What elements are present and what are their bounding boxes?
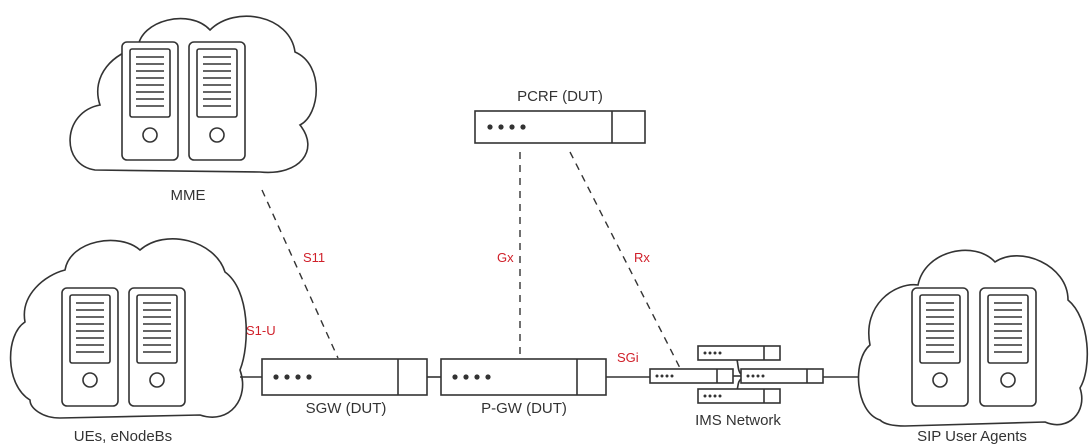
ims-appliance-top-icon [697, 345, 781, 361]
ims-appliance-left-icon [649, 368, 734, 384]
pgw-appliance-icon [440, 358, 607, 396]
sgw-appliance-icon [261, 358, 428, 396]
ims-label: IMS Network [695, 412, 781, 429]
ues-server-2-icon [128, 287, 186, 407]
sip-cloud-icon [857, 249, 1089, 427]
ims-appliance-bottom-icon [697, 388, 781, 404]
ues-cloud-icon [9, 238, 248, 419]
pcrf-appliance-icon [474, 110, 646, 144]
mme-server-1-icon [121, 41, 179, 161]
sip-server-1-icon [911, 287, 969, 407]
mme-label: MME [171, 187, 206, 204]
s11-link [261, 189, 339, 359]
sip-server-2-icon [979, 287, 1037, 407]
s11-interface-label: S11 [303, 250, 325, 265]
rx-link [569, 151, 681, 369]
ues-server-1-icon [61, 287, 119, 407]
mme-cloud-icon [69, 15, 317, 174]
sgw-label: SGW (DUT) [306, 400, 387, 417]
rx-interface-label: Rx [634, 250, 650, 265]
s1u-interface-label: S1-U [246, 323, 276, 338]
sgi-interface-label: SGi [617, 350, 639, 365]
ims-appliance-right-icon [740, 368, 824, 384]
pgw-label: P-GW (DUT) [481, 400, 567, 417]
pcrf-label: PCRF (DUT) [517, 88, 603, 105]
ues-label: UEs, eNodeBs [74, 428, 172, 445]
gx-interface-label: Gx [497, 250, 514, 265]
mme-server-2-icon [188, 41, 246, 161]
sip-label: SIP User Agents [917, 428, 1027, 445]
